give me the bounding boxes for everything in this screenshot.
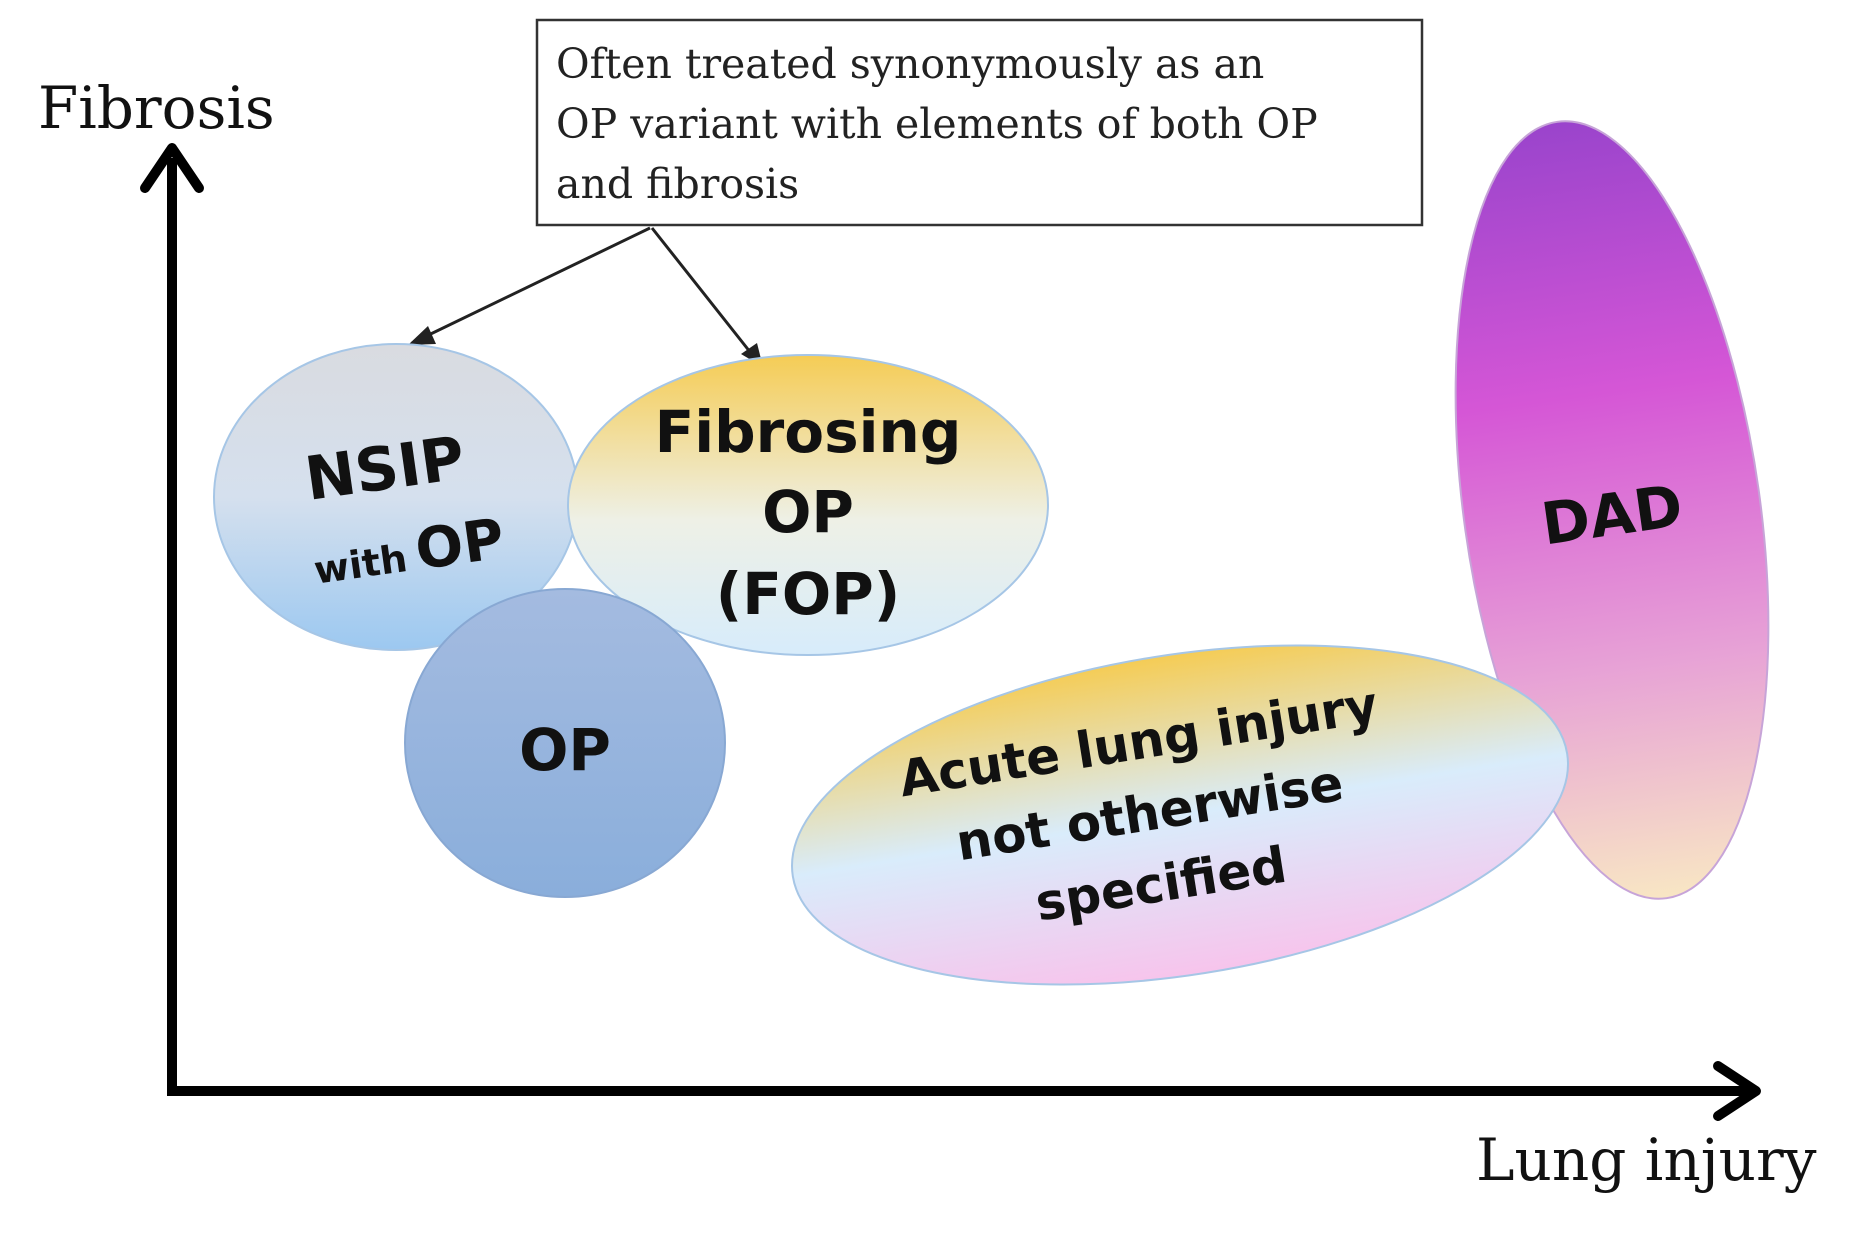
annotation-line-2: OP variant with elements of both OP [556, 100, 1318, 148]
annotation-line-1: Often treated synonymously as an [556, 40, 1264, 88]
annotation-arrowhead-nsip [408, 326, 436, 345]
fop-label-line-1: Fibrosing [655, 398, 962, 466]
annotation-arrow-to-fop [650, 227, 760, 363]
y-axis-title: Fibrosis [38, 74, 275, 142]
fibrosing-op-ellipse [567, 354, 1049, 656]
annotation-box [535, 18, 1424, 227]
annotation-line-3: and fibrosis [556, 160, 799, 208]
op-circle [404, 588, 726, 898]
nsip-label-op: OP [411, 507, 508, 584]
x-axis-title: Lung injury [1476, 1126, 1817, 1194]
fop-label-line-3: (FOP) [716, 560, 900, 628]
acute-lung-injury-ellipse [791, 644, 1569, 986]
annotation-arrow-to-nsip [411, 226, 651, 345]
x-axis-arrowhead [1713, 1061, 1761, 1121]
op-label: OP [519, 716, 611, 784]
y-axis-arrowhead [140, 143, 204, 193]
fop-label-line-2: OP [762, 478, 854, 546]
